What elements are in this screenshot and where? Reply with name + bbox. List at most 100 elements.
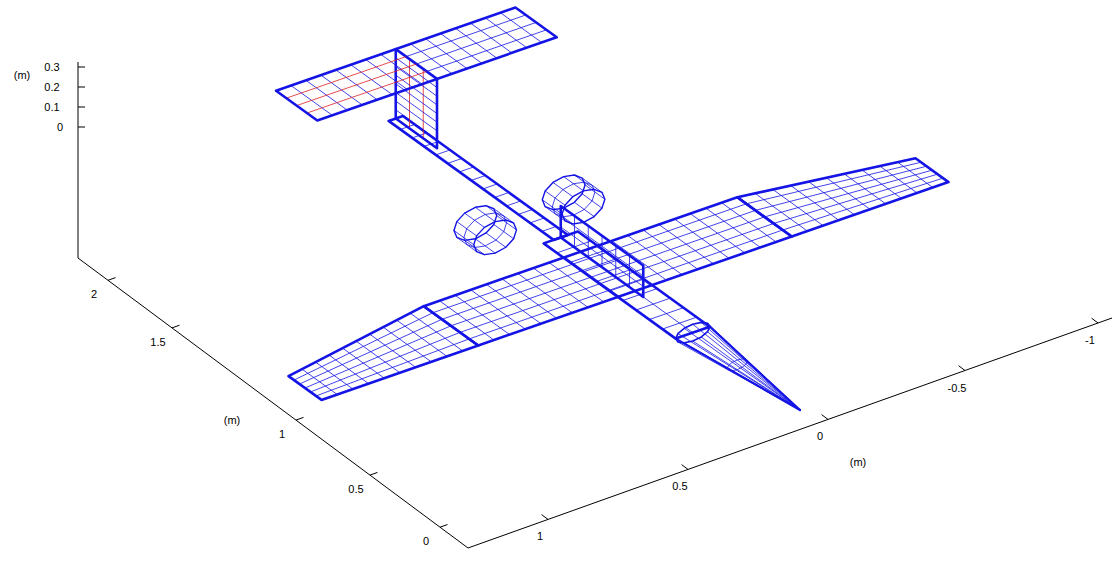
- engine-line: [545, 191, 565, 205]
- mesh-line: [483, 184, 497, 189]
- axis-tick-label: 0: [817, 431, 823, 442]
- mesh-line: [427, 30, 547, 72]
- axis-tick-label: (m): [850, 457, 867, 468]
- engine-line: [553, 210, 573, 224]
- tick-mark: [296, 417, 304, 420]
- engine-line: [553, 182, 573, 196]
- mesh-line: [406, 15, 526, 57]
- nose-cone-line: [684, 328, 800, 410]
- mesh-line: [518, 209, 532, 214]
- axis-tick-label: 0: [423, 536, 429, 547]
- tick-mark: [542, 515, 548, 520]
- mesh-line: [448, 158, 462, 163]
- tick-mark: [78, 107, 85, 108]
- nose-cone-line: [701, 337, 800, 410]
- mesh-line: [495, 192, 509, 197]
- engine-line: [585, 185, 605, 199]
- mesh-line: [396, 92, 437, 122]
- x-axis-line: [468, 318, 1112, 548]
- tick-mark: [78, 127, 85, 128]
- nose-cone-edge: [676, 339, 800, 410]
- mesh-line: [746, 162, 921, 204]
- tick-mark: [959, 366, 965, 371]
- tick-mark: [78, 87, 85, 88]
- axis-tick-label: 1.5: [150, 337, 165, 348]
- engine-line: [564, 177, 584, 191]
- mesh-line: [471, 175, 485, 180]
- mesh-line: [783, 178, 943, 230]
- engine-line: [574, 202, 594, 216]
- axis-tick-label: 0.1: [44, 102, 59, 113]
- mesh-line: [316, 339, 469, 396]
- panel-outline: [561, 206, 644, 297]
- mesh-line: [574, 216, 575, 248]
- mesh-line: [459, 167, 473, 172]
- axis-tick-label: (m): [14, 70, 31, 81]
- engine-line: [494, 224, 514, 238]
- tick-mark: [78, 67, 85, 68]
- engine-line: [486, 206, 506, 220]
- mesh-line: [602, 236, 603, 268]
- engine-line: [582, 194, 602, 208]
- mesh-line: [396, 58, 437, 88]
- axis-tick-label: 2: [91, 289, 97, 300]
- nose-cone-edge: [710, 327, 800, 410]
- y-axis-line: [78, 258, 468, 548]
- engine-line: [564, 208, 584, 222]
- mesh-line: [433, 204, 747, 313]
- axis-tick-label: -0.5: [948, 383, 967, 394]
- tick-mark: [822, 415, 828, 420]
- axis-tick-label: 0.3: [44, 62, 59, 73]
- panel-outline: [389, 116, 568, 240]
- engine-line: [465, 240, 485, 254]
- mesh-line: [615, 246, 616, 278]
- axis-tick-label: 0.5: [672, 481, 687, 492]
- engine-line: [475, 239, 495, 253]
- mesh-line: [286, 57, 406, 99]
- engine-line: [457, 222, 477, 236]
- mesh-line: [629, 256, 630, 287]
- axis-tick-label: 0.2: [44, 82, 59, 93]
- engine-line: [497, 216, 517, 230]
- mesh-line: [300, 319, 442, 384]
- axis-tick-label: 0: [57, 122, 63, 133]
- tick-mark: [440, 525, 448, 528]
- engine-line: [574, 175, 594, 189]
- mesh-line: [530, 218, 544, 223]
- mesh-line: [774, 174, 938, 223]
- axis-tick-label: 1: [537, 531, 543, 542]
- mesh-line: [396, 101, 437, 131]
- mesh-line: [396, 110, 437, 140]
- tick-mark: [172, 325, 180, 328]
- nose-cone-line: [676, 339, 800, 410]
- mesh-line: [396, 84, 437, 114]
- nose-cone-line: [710, 327, 800, 410]
- axis-tick-label: 0.5: [348, 484, 363, 495]
- mesh-line: [506, 201, 520, 206]
- engine-line: [486, 233, 506, 247]
- tick-mark: [682, 465, 688, 470]
- panel-outline: [737, 158, 948, 236]
- mesh-line: [542, 226, 556, 231]
- panel-outline: [276, 8, 557, 121]
- z-axis-line: [78, 62, 79, 258]
- tick-mark: [108, 278, 116, 281]
- axis-tick-label: -1: [1085, 335, 1095, 346]
- axis-tick-label: 1: [279, 429, 285, 440]
- panel-outline: [424, 197, 792, 345]
- mesh-line: [649, 308, 683, 320]
- tick-mark: [1092, 318, 1098, 323]
- aircraft-mesh: [276, 8, 948, 410]
- tick-mark: [370, 472, 378, 475]
- engine-line: [465, 213, 485, 227]
- mesh-line: [416, 22, 536, 64]
- engine-line: [475, 207, 495, 221]
- mesh-line: [297, 64, 417, 106]
- mesh-line: [311, 332, 461, 392]
- mesh-line: [662, 317, 696, 329]
- nose-cone-line: [693, 324, 800, 410]
- nose-cone-line: [701, 322, 800, 410]
- mesh-line: [436, 150, 450, 155]
